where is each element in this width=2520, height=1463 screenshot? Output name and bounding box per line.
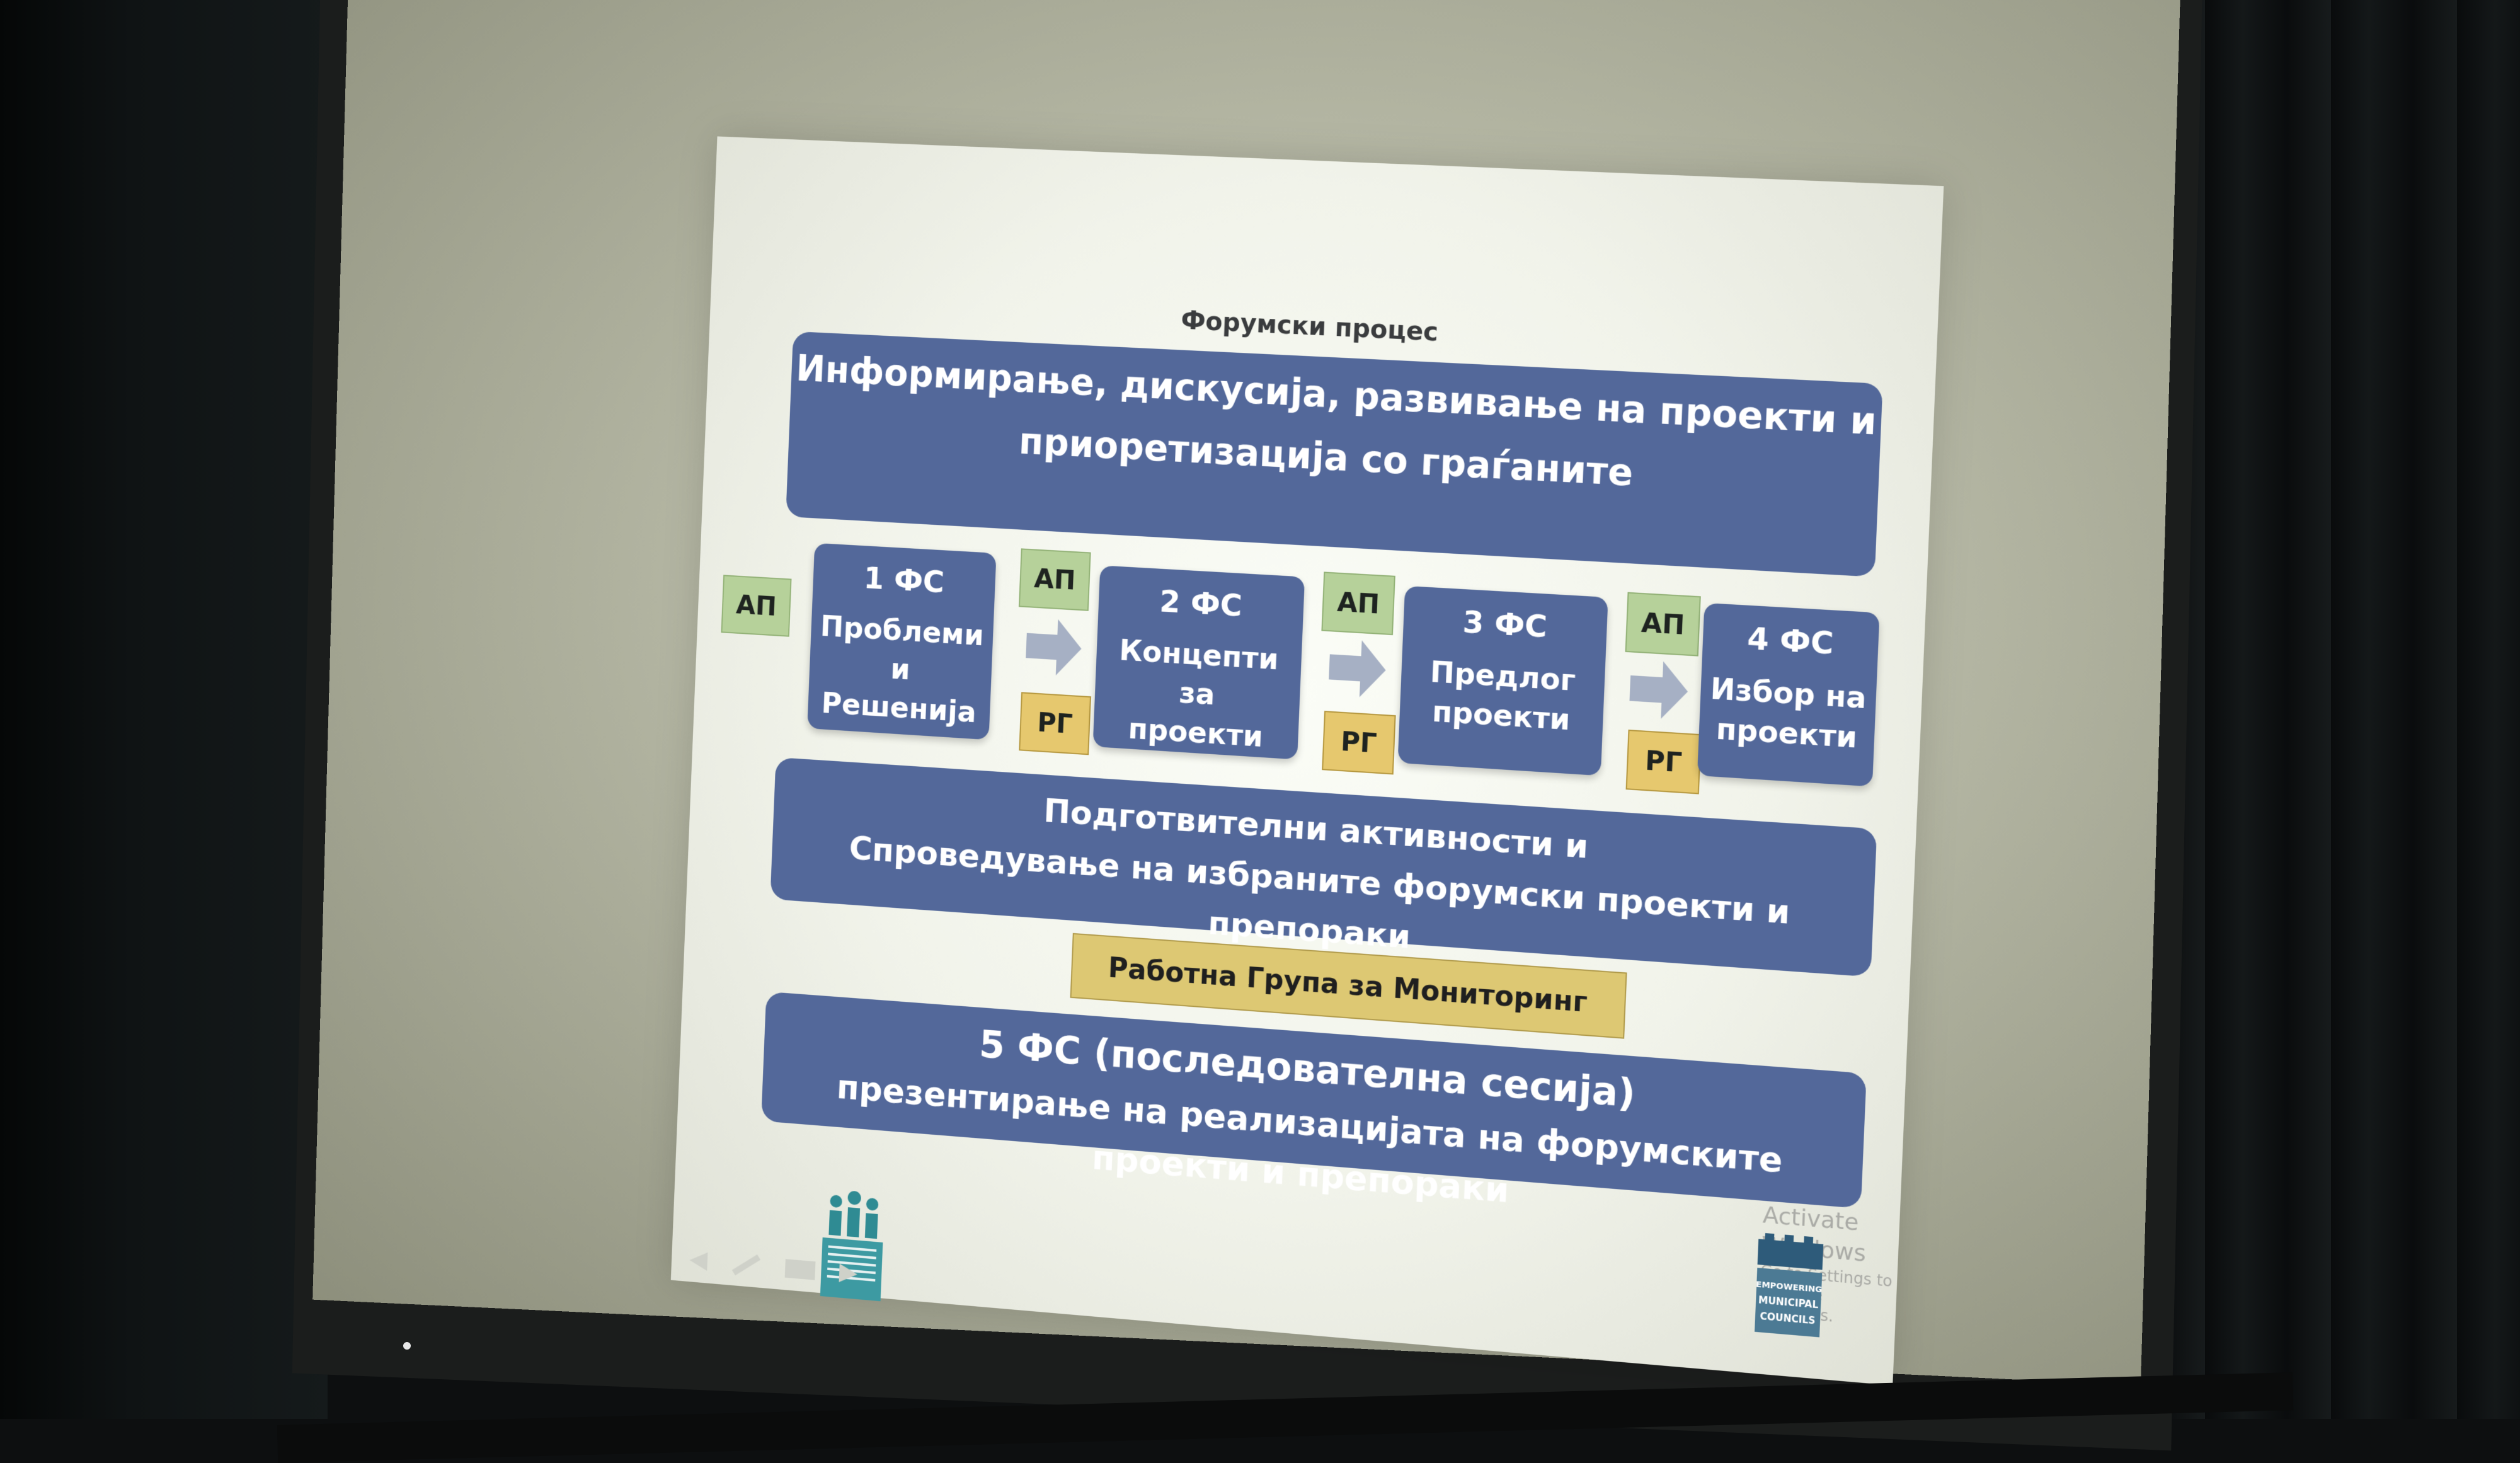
projected-slide: Форумски процес Информирање, дискусија, … [670,136,1944,1386]
rg-tag-1: РГ [1019,692,1091,755]
curtain-left [0,0,328,1419]
arrow-right-icon [1328,638,1387,699]
laser-pointer-dot [403,1342,411,1350]
bottom-banner: 5 ФС (последователна сесија) презентирањ… [761,991,1867,1210]
step-4-number: 4 ФС [1746,621,1835,662]
slideshow-menu-icon [784,1259,816,1280]
emc-logo-icon: EMPOWERING MUNICIPAL COUNCILS [1755,1233,1824,1338]
step-1-number: 1 ФС [862,560,945,600]
ap-tag-1: АП [721,575,792,637]
ap-tag-2: АП [1018,548,1091,611]
arrow-right-icon [1629,659,1689,721]
step-4: 4 ФС Избор на проекти [1697,602,1880,787]
top-banner: Информирање, дискусија, развивање на про… [786,331,1883,577]
ap-tag-3: АП [1321,571,1395,636]
rg-tag-2: РГ [1322,711,1396,775]
slideshow-next-icon [839,1263,858,1284]
step-3: 3 ФС Предлог проекти [1397,585,1608,776]
step-1: 1 ФС Проблеми и Решенија [807,542,997,740]
step-2-number: 2 ФС [1159,583,1243,624]
step-2: 2 ФС Концепти за проекти [1092,565,1305,760]
rg-tag-3: РГ [1625,729,1702,795]
step-2-line1: Концепти за [1118,633,1280,712]
arrow-right-icon [1025,617,1083,677]
slideshow-prev-icon [689,1251,708,1271]
slideshow-pen-icon [731,1254,761,1276]
ap-tag-4: АП [1625,592,1701,657]
step-3-number: 3 ФС [1462,604,1548,645]
forum-logo-icon [820,1190,883,1302]
mid-banner: Подготвителни активности и Спроведување … [770,757,1877,977]
